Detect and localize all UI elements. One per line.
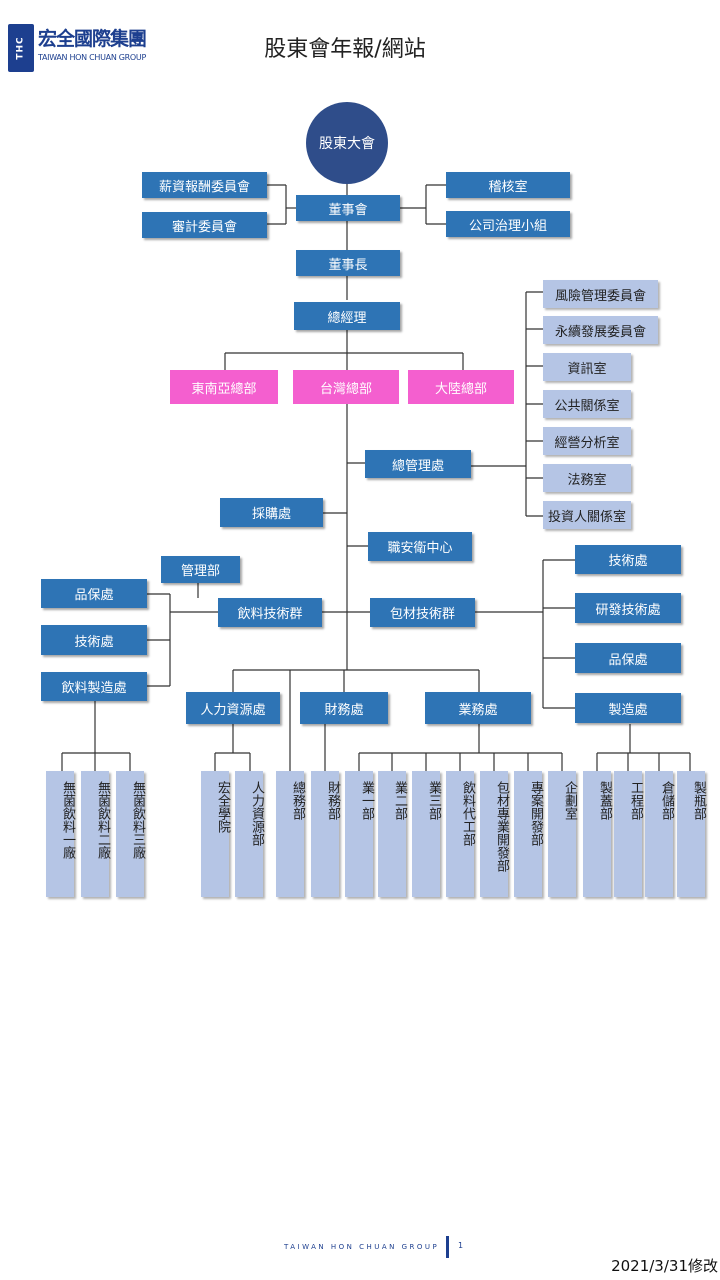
oem-unit: 飲料代工部 xyxy=(446,771,475,897)
risk-committee-node: 風險管理委員會 xyxy=(543,280,658,308)
packaging-dev-unit: 包材專業開發部 xyxy=(480,771,509,897)
audit-committee-node: 審計委員會 xyxy=(142,212,267,238)
packaging-tech-group-node: 包材技術群 xyxy=(370,598,475,627)
beverage-tech-group-node: 飲料技術群 xyxy=(218,598,322,627)
southeast-asia-hq-node: 東南亞總部 xyxy=(170,370,278,404)
packaging-quality-node: 品保處 xyxy=(575,643,681,673)
china-hq-node: 大陸總部 xyxy=(408,370,514,404)
general-manager-node: 總經理 xyxy=(294,302,400,330)
footer-divider xyxy=(446,1236,449,1258)
engineering-unit: 工程部 xyxy=(614,771,643,897)
hr-division-node: 人力資源處 xyxy=(186,692,280,724)
sales-3-unit: 業三部 xyxy=(412,771,441,897)
plant-2-unit: 無菌飲料二廠 xyxy=(81,771,110,897)
warehouse-unit: 倉儲部 xyxy=(645,771,674,897)
plant-1-unit: 無菌飲料一廠 xyxy=(46,771,75,897)
admin-division-node: 總管理處 xyxy=(365,450,471,478)
cap-dept-unit: 製蓋部 xyxy=(583,771,612,897)
beverage-tech-node: 技術處 xyxy=(41,625,147,655)
shareholders-meeting-node: 股東大會 xyxy=(306,102,388,184)
beverage-quality-node: 品保處 xyxy=(41,579,147,608)
revision-date: 2021/3/31修改 xyxy=(611,1257,718,1275)
logo-name-en: TAIWAN HON CHUAN GROUP xyxy=(38,53,147,62)
chairman-node: 董事長 xyxy=(296,250,400,276)
sales-1-unit: 業一部 xyxy=(345,771,374,897)
beverage-manufacturing-node: 飲料製造處 xyxy=(41,672,147,701)
packaging-tech-node: 技術處 xyxy=(575,545,681,574)
management-dept-node: 管理部 xyxy=(161,556,240,583)
it-office-node: 資訊室 xyxy=(543,353,631,381)
academy-unit: 宏全學院 xyxy=(201,771,230,897)
general-affairs-unit: 總務部 xyxy=(276,771,305,897)
board-node: 董事會 xyxy=(296,195,400,221)
analysis-office-node: 經營分析室 xyxy=(543,427,631,455)
investor-relations-node: 投資人關係室 xyxy=(543,501,631,529)
bottle-dept-unit: 製瓶部 xyxy=(677,771,706,897)
sales-division-node: 業務處 xyxy=(425,692,531,724)
company-logo: THC 宏全國際集團 TAIWAN HON CHUAN GROUP xyxy=(8,20,147,76)
compensation-committee-node: 薪資報酬委員會 xyxy=(142,172,267,198)
page-number: 1 xyxy=(458,1241,464,1250)
hr-dept-unit: 人力資源部 xyxy=(235,771,264,897)
governance-team-node: 公司治理小組 xyxy=(446,211,570,237)
footer-brand: TAIWAN HON CHUAN GROUP xyxy=(284,1243,440,1251)
safety-center-node: 職安衛中心 xyxy=(368,532,472,561)
pr-office-node: 公共關係室 xyxy=(543,390,631,418)
planning-unit: 企劃室 xyxy=(548,771,577,897)
project-dev-unit: 專案開發部 xyxy=(514,771,543,897)
legal-office-node: 法務室 xyxy=(543,464,631,492)
packaging-manufacturing-node: 製造處 xyxy=(575,693,681,723)
procurement-node: 採購處 xyxy=(220,498,323,527)
taiwan-hq-node: 台灣總部 xyxy=(293,370,399,404)
sales-2-unit: 業二部 xyxy=(378,771,407,897)
logo-name-cn: 宏全國際集團 xyxy=(38,28,147,50)
finance-dept-unit: 財務部 xyxy=(311,771,340,897)
internal-audit-node: 稽核室 xyxy=(446,172,570,198)
plant-3-unit: 無菌飲料三廠 xyxy=(116,771,145,897)
packaging-rnd-node: 研發技術處 xyxy=(575,593,681,623)
logo-badge: THC xyxy=(8,24,34,72)
sustainability-committee-node: 永續發展委員會 xyxy=(543,316,658,344)
page-title: 股東會年報/網站 xyxy=(264,37,426,62)
finance-division-node: 財務處 xyxy=(300,692,388,724)
